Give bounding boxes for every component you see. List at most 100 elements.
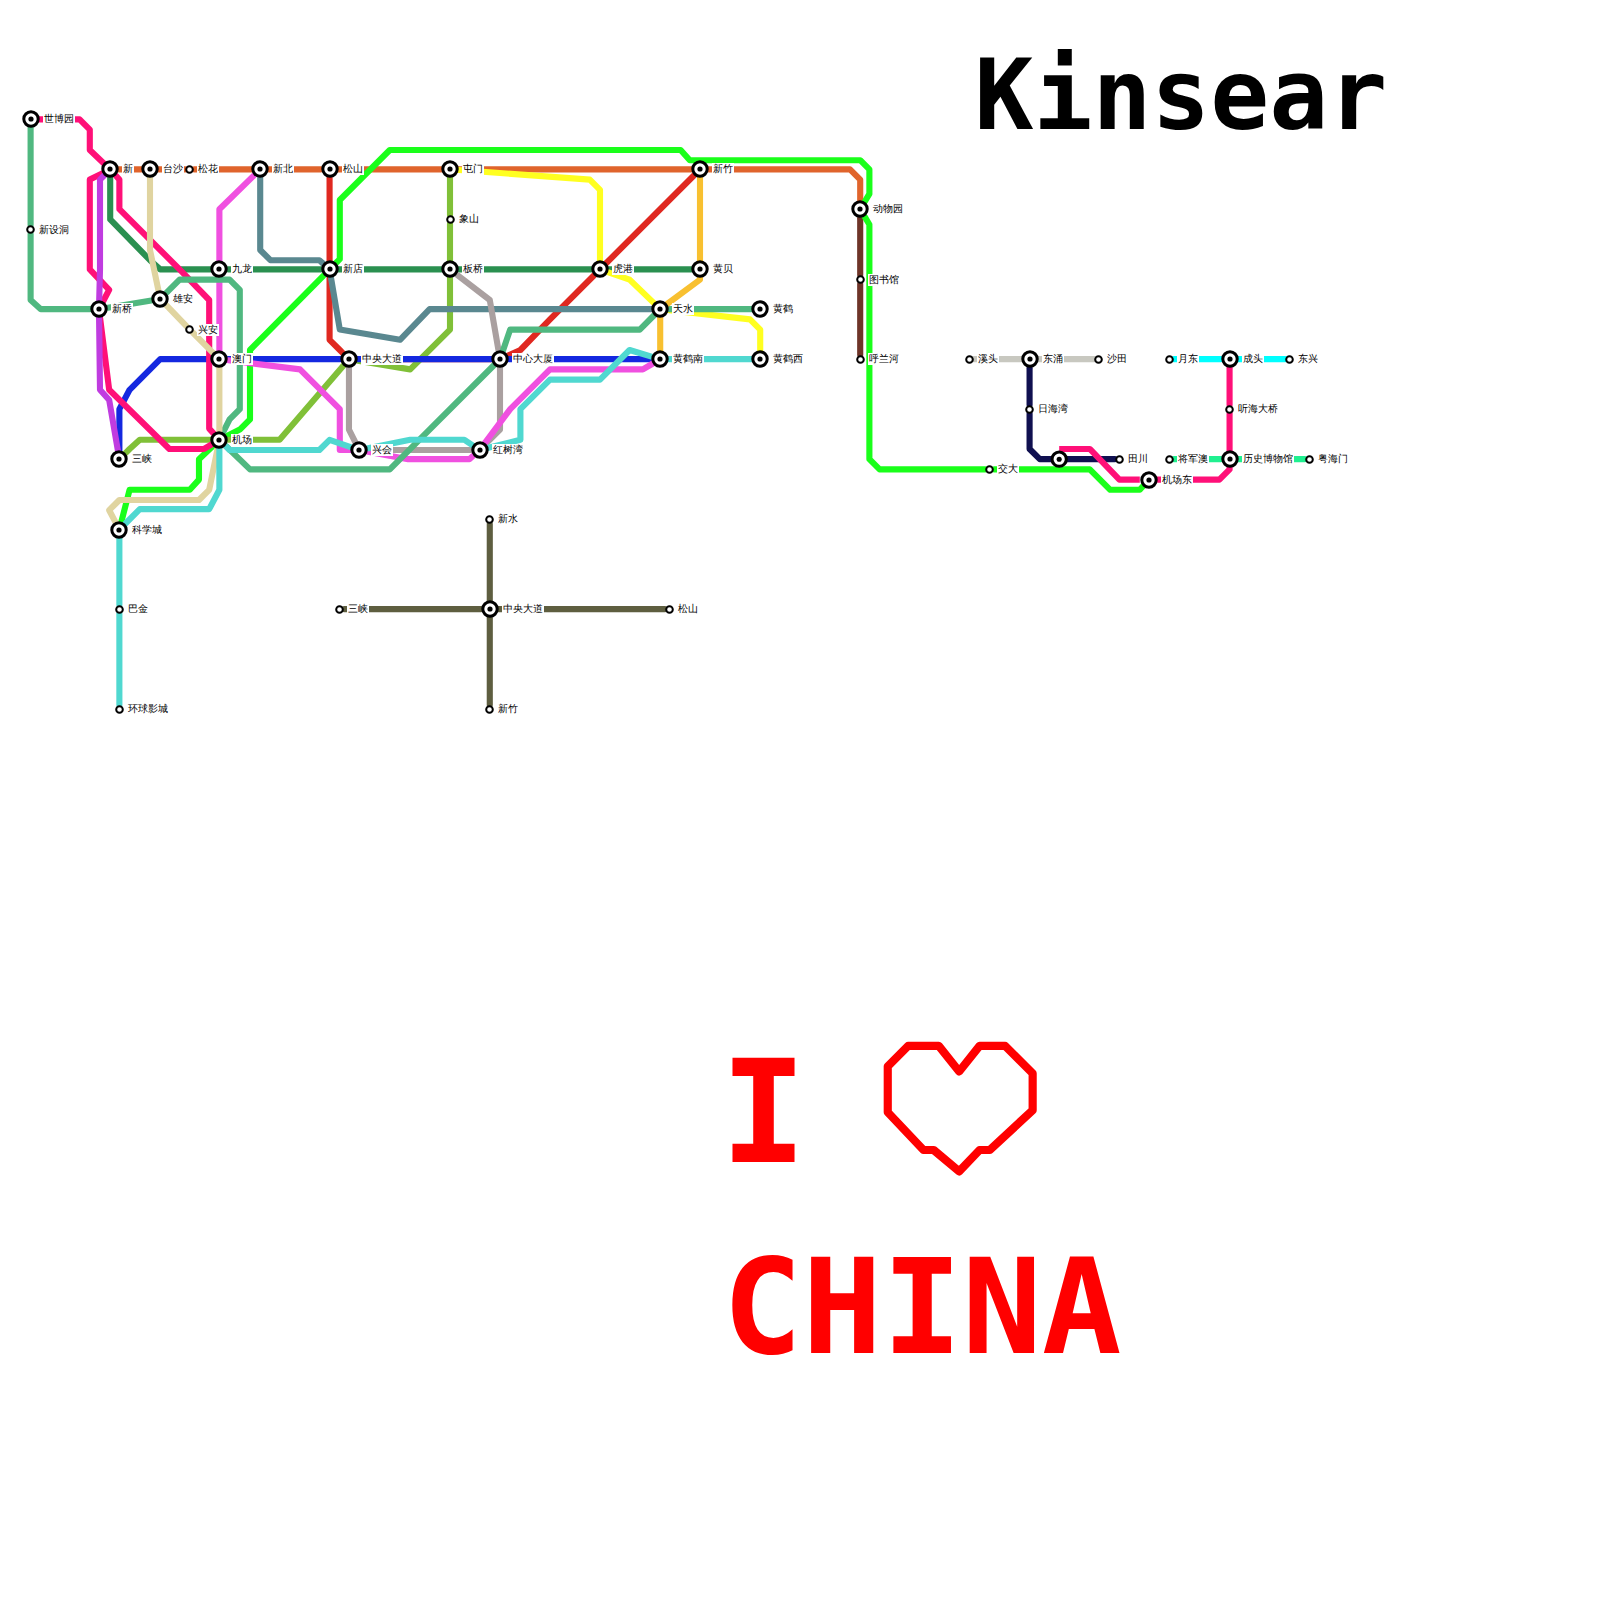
station: 田川	[1115, 455, 1124, 464]
transit-line	[216, 278, 222, 350]
transit-line	[459, 170, 600, 260]
transit-line	[487, 524, 493, 600]
station-marker	[1305, 455, 1314, 464]
station-name: 月东	[1177, 353, 1199, 365]
interchange-station: 新店	[321, 260, 339, 278]
station-marker	[1221, 350, 1239, 368]
interchange-station: 黄鹤南	[651, 350, 669, 368]
transit-line	[606, 176, 693, 263]
station-name: 呼兰河	[868, 353, 900, 365]
station-marker	[210, 260, 228, 278]
station: 松山	[665, 605, 674, 614]
station: 松花	[185, 165, 194, 174]
station-name: 环球影城	[127, 703, 169, 715]
interchange-station: 新竹	[691, 160, 709, 178]
interchange-station: 黄贝	[691, 260, 709, 278]
station-name: 听海大桥	[1237, 403, 1279, 415]
station: 将军澳	[1165, 455, 1174, 464]
station: 东兴	[1285, 355, 1294, 364]
station-marker	[350, 441, 368, 459]
station: 环球影城	[115, 705, 124, 714]
station-name: 黄贝	[712, 263, 734, 275]
station-name: 新店	[342, 263, 364, 275]
transit-line	[40, 119, 104, 163]
station-marker	[115, 705, 124, 714]
station-marker	[321, 160, 339, 178]
station-marker	[210, 431, 228, 449]
transit-line	[260, 178, 323, 263]
station-marker	[1094, 355, 1103, 364]
station-name: 黄鹤南	[672, 353, 704, 365]
station-marker	[1115, 455, 1124, 464]
station-marker	[1165, 355, 1174, 364]
station-marker	[1165, 455, 1174, 464]
station-marker	[446, 215, 455, 224]
station: 新设洞	[26, 225, 35, 234]
station-name: 新北	[272, 163, 294, 175]
interchange-station: 东涌	[1021, 350, 1039, 368]
station: 巴金	[115, 605, 124, 614]
station-name: 历史博物馆	[1242, 453, 1294, 465]
interchange-station: 九龙	[210, 260, 228, 278]
transit-line	[327, 178, 333, 260]
transit-line	[99, 318, 118, 450]
transit-line	[31, 234, 90, 309]
station: 沙田	[1094, 355, 1103, 364]
station-name: 兴安	[197, 324, 219, 336]
station-marker	[1221, 450, 1239, 468]
interchange-station: 新桥	[90, 300, 108, 318]
interchange-station: 成头	[1221, 350, 1239, 368]
interchange-station: 黄鹤	[751, 300, 769, 318]
station-marker	[110, 521, 128, 539]
station-name: 黄鹤	[772, 303, 794, 315]
interchange-station: 中央大道	[340, 350, 358, 368]
transit-line	[609, 272, 654, 303]
station-marker	[665, 605, 674, 614]
transit-line	[119, 359, 210, 450]
station-marker	[481, 600, 499, 618]
station-name: 九龙	[231, 263, 253, 275]
station: 新竹	[485, 705, 494, 714]
interchange-station: 新北	[251, 160, 269, 178]
station: 溪头	[965, 355, 974, 364]
station-marker	[151, 290, 169, 308]
station-marker	[491, 350, 509, 368]
station-marker	[185, 325, 194, 334]
station-name: 巴金	[127, 603, 149, 615]
station-name: 黄鹤西	[772, 353, 804, 365]
station-marker	[691, 160, 709, 178]
station-marker	[985, 465, 994, 474]
station-name: 日海湾	[1037, 403, 1069, 415]
station-marker	[22, 110, 40, 128]
transit-line	[349, 368, 355, 442]
decorative-lettering: CHINA	[722, 1241, 1121, 1374]
station-marker	[1021, 350, 1039, 368]
station-name: 将军澳	[1177, 453, 1209, 465]
station-name: 松花	[197, 163, 219, 175]
station-name: 交大	[997, 463, 1019, 475]
station-name: 三峡	[131, 453, 153, 465]
station-name: 成头	[1242, 353, 1264, 365]
station-name: 板桥	[462, 263, 484, 275]
transit-line	[116, 539, 122, 605]
station-name: 三峡	[347, 603, 369, 615]
transit-line	[667, 278, 700, 303]
transit-line	[1030, 414, 1115, 460]
station-marker	[691, 260, 709, 278]
transit-line	[90, 173, 109, 301]
interchange-station: 台沙	[141, 160, 159, 178]
station: 象山	[446, 215, 455, 224]
station-name: 台沙	[162, 163, 184, 175]
station-marker	[751, 300, 769, 318]
station: 新水	[485, 515, 494, 524]
transit-line	[126, 449, 220, 523]
transit-line	[1027, 368, 1033, 405]
transit-line	[228, 366, 343, 440]
transit-line	[697, 178, 703, 260]
station-marker	[1225, 405, 1234, 414]
transit-line	[110, 178, 210, 269]
station: 日海湾	[1025, 405, 1034, 414]
station-marker	[1285, 355, 1294, 364]
station-name: 新桥	[111, 303, 133, 315]
station: 交大	[985, 465, 994, 474]
